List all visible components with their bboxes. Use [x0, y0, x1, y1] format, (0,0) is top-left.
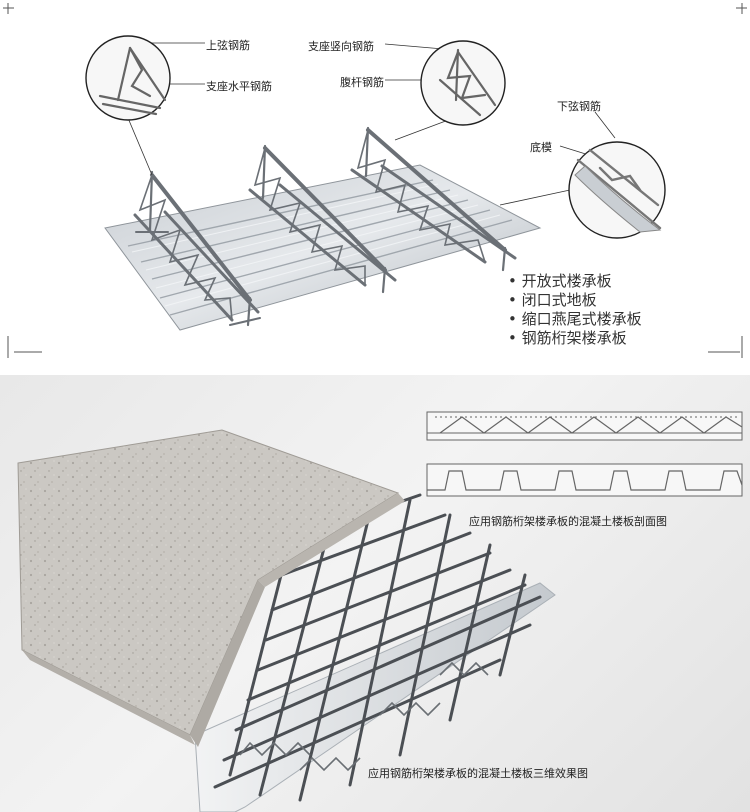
concrete-slab	[17, 429, 405, 747]
deck-diagram-panel: 上弦钢筋 支座水平钢筋 支座竖向钢筋 腹杆钢筋 下弦钢筋 底模 开放式楼承板 闭…	[0, 0, 750, 375]
deck-type-item: 闭口式地板	[508, 291, 642, 310]
steel-deck-sheet	[104, 164, 542, 331]
rebar-truss-2	[248, 144, 397, 294]
section-drawing-2	[426, 463, 743, 497]
rebar-truss-3	[350, 126, 517, 272]
label-top-chord: 上弦钢筋	[206, 39, 250, 52]
slab-illustration	[17, 411, 743, 812]
deck-type-item: 开放式楼承板	[508, 272, 642, 291]
label-support-horizontal: 支座水平钢筋	[206, 80, 272, 93]
deck-illustration	[3, 3, 747, 358]
render-caption: 应用钢筋桁架楼承板的混凝土楼板三维效果图	[368, 767, 588, 780]
section-drawing-1	[426, 411, 743, 441]
frame-marks	[3, 3, 747, 358]
rebar-truss-1	[133, 170, 261, 327]
label-bottom-form: 底模	[530, 141, 552, 154]
rebar-web-zigzag	[239, 661, 489, 772]
label-bottom-chord: 下弦钢筋	[557, 100, 601, 113]
detail-circle-1	[85, 35, 171, 121]
label-web-bar: 腹杆钢筋	[340, 76, 384, 89]
deck-types-list: 开放式楼承板 闭口式地板 缩口燕尾式楼承板 钢筋桁架楼承板	[508, 272, 642, 348]
label-support-vertical: 支座竖向钢筋	[308, 40, 374, 53]
slab-rendering-panel: 应用钢筋桁架楼承板的混凝土楼板剖面图 应用钢筋桁架楼承板的混凝土楼板三维效果图	[0, 375, 750, 812]
deck-type-item: 缩口燕尾式楼承板	[508, 310, 642, 329]
detail-circle-2	[420, 40, 506, 126]
section-caption: 应用钢筋桁架楼承板的混凝土楼板剖面图	[469, 515, 667, 528]
detail-circle-3	[568, 141, 666, 239]
rebar-mesh	[213, 493, 542, 802]
deck-type-item: 钢筋桁架楼承板	[508, 329, 642, 348]
